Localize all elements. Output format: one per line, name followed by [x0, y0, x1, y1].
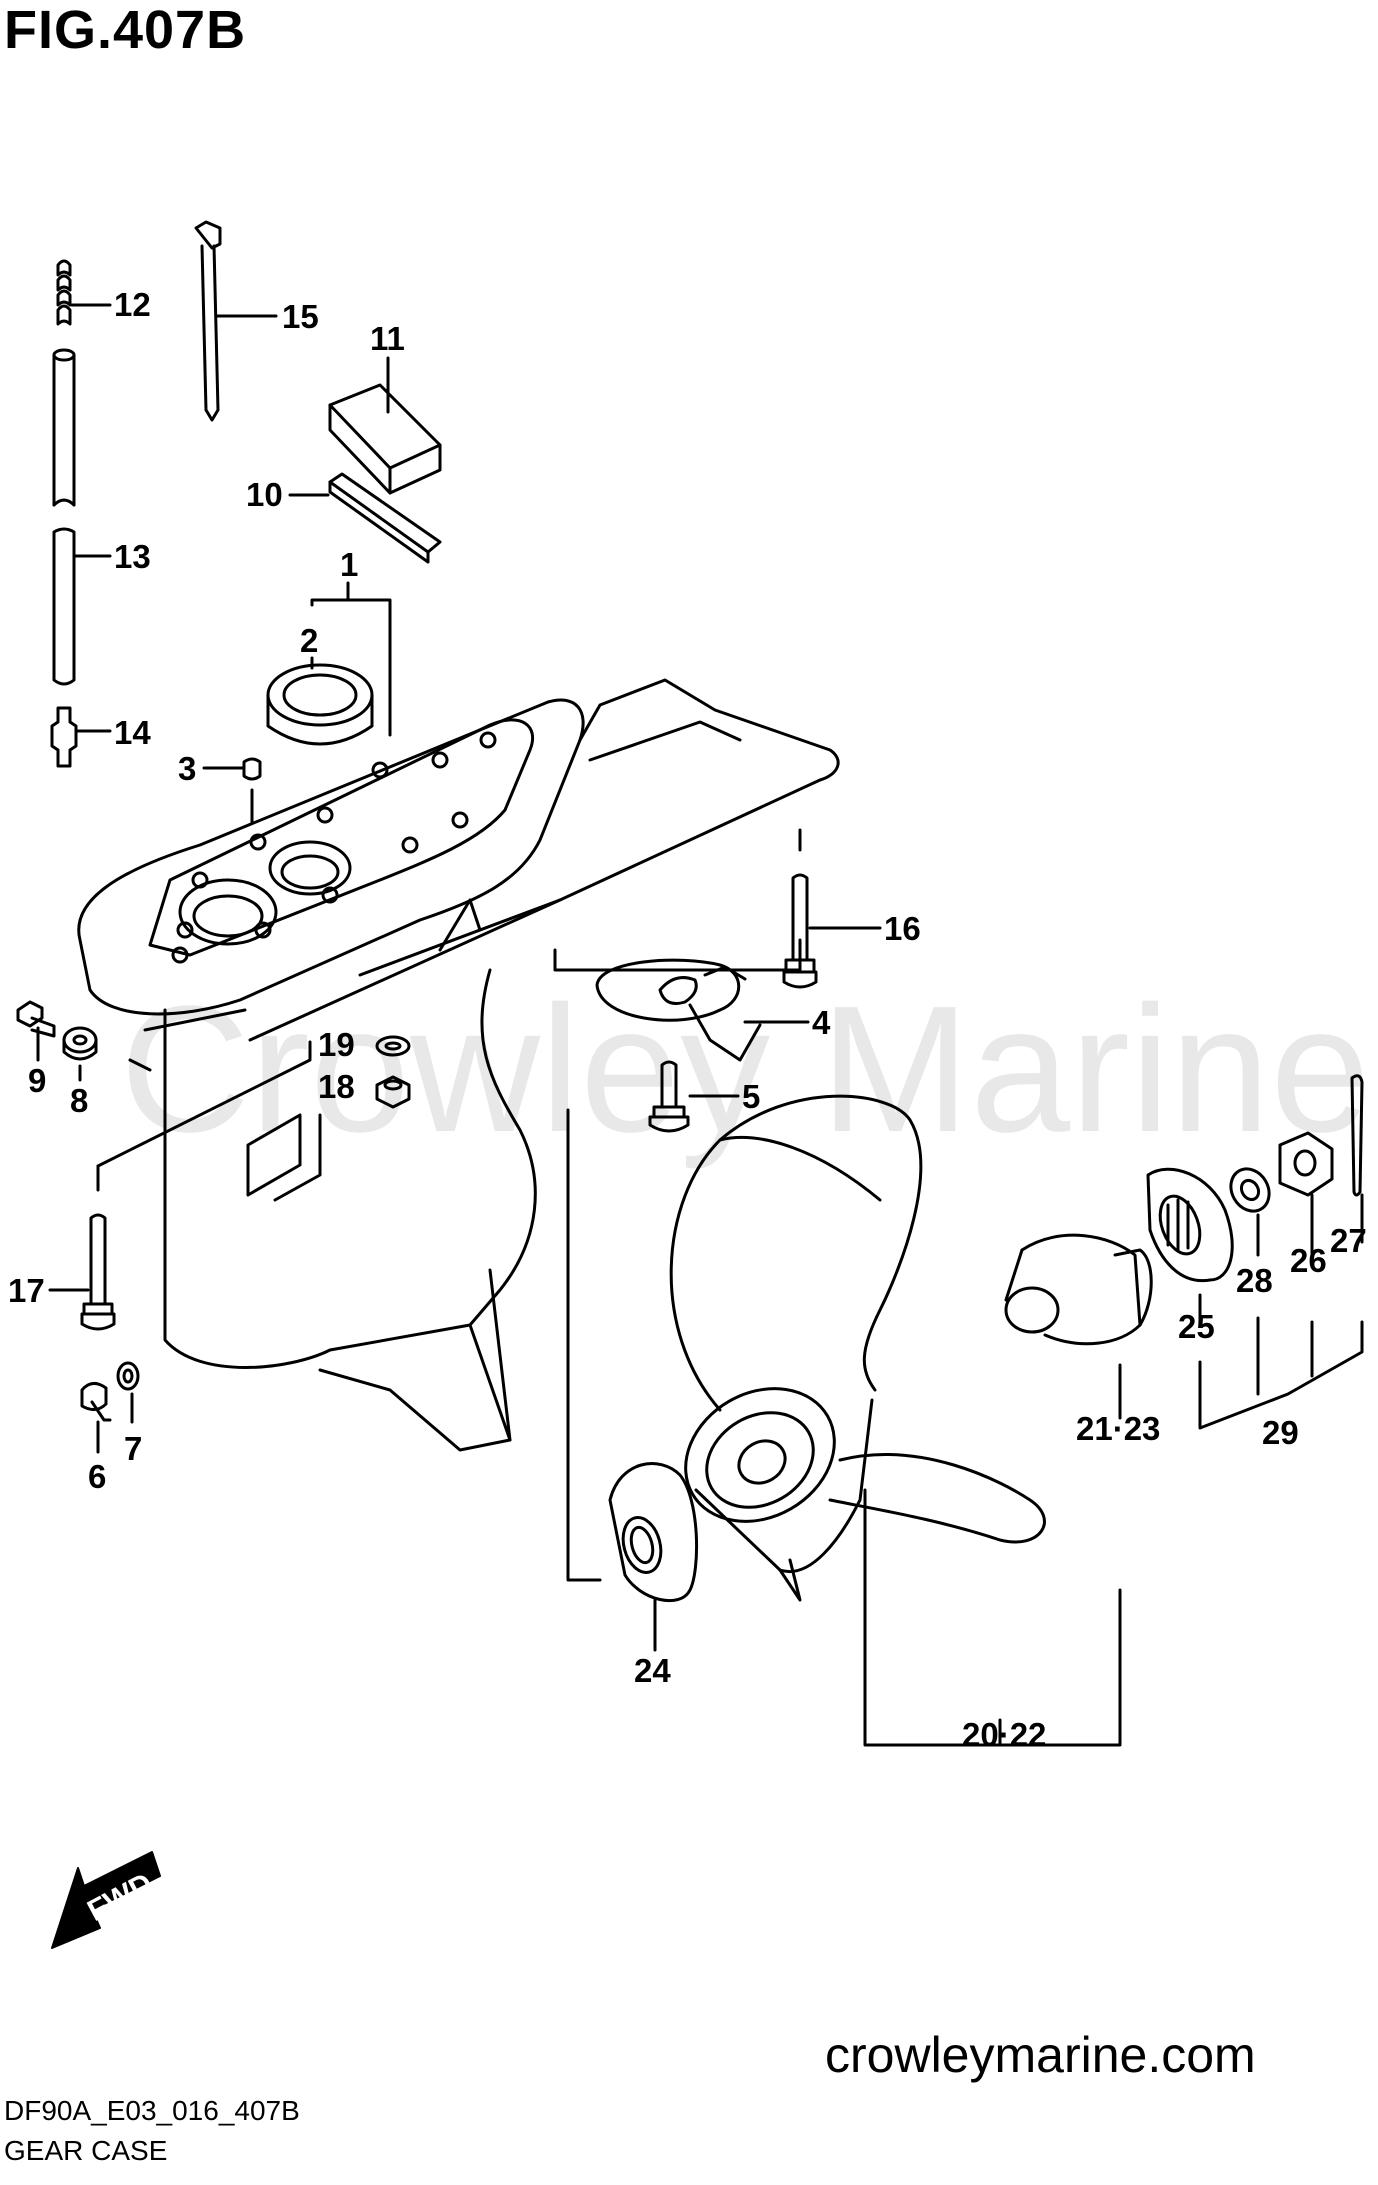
callout-21-23: 21·23: [1076, 1410, 1160, 1447]
part-pin-3: [202, 757, 262, 824]
callout-9: 9: [28, 1062, 46, 1099]
callout-10: 10: [246, 476, 283, 513]
fwd-arrow-icon: [51, 1851, 161, 1949]
callout-20-22: 20·22: [962, 1716, 1046, 1753]
callout-24: 24: [634, 1652, 671, 1689]
callout-11: 11: [370, 320, 405, 357]
part-bolt-9: [16, 1000, 56, 1062]
diagram-caption: GEAR CASE: [4, 2135, 168, 2166]
part-washer-19: [375, 1035, 411, 1057]
callout-1: 1: [340, 546, 358, 583]
part-hose-12: [56, 259, 112, 326]
callout-17: 17: [8, 1272, 45, 1309]
part-nut-26: [1278, 1131, 1334, 1257]
part-bearing-2: [266, 656, 374, 746]
part-drain-plug-6: [80, 1382, 112, 1454]
site-url: crowleymarine.com: [825, 2027, 1256, 2083]
callout-19: 19: [318, 1026, 355, 1063]
callout-8: 8: [70, 1082, 88, 1119]
part-bolt-17: [48, 1040, 312, 1331]
callout-28: 28: [1236, 1262, 1273, 1299]
part-spacer-25: [1146, 1167, 1234, 1322]
part-tube-13: [52, 348, 112, 686]
bracket-1: [310, 581, 392, 737]
callout-5: 5: [742, 1078, 760, 1115]
part-nut-18: [375, 1075, 411, 1109]
part-propeller-20-22: [669, 1094, 1122, 1747]
part-plate-10: [288, 472, 442, 564]
part-nipple-14: [50, 706, 112, 768]
callout-3: 3: [178, 750, 196, 787]
part-block-11: [328, 356, 442, 495]
part-bolt-5: [648, 1060, 740, 1133]
part-washer-8: [62, 1026, 152, 1082]
part-washer-24: [566, 1108, 699, 1652]
model-code: DF90A_E03_016_407B: [4, 2095, 300, 2126]
part-cotter-pin-27: [1350, 1074, 1364, 1244]
callout-2: 2: [300, 622, 318, 659]
part-cable-tie-15: [194, 220, 278, 422]
callout-7: 7: [124, 1430, 142, 1467]
part-anode-4: [595, 958, 810, 1062]
part-gasket-7: [116, 1361, 140, 1424]
callout-4: 4: [812, 1004, 831, 1041]
callout-6: 6: [88, 1458, 106, 1495]
part-gear-case-1: [77, 678, 840, 1452]
part-bolt-16: [553, 828, 882, 989]
callout-16: 16: [884, 910, 921, 947]
callout-13: 13: [114, 538, 151, 575]
callout-14: 14: [114, 714, 151, 751]
part-bush-21-23: [1004, 1233, 1153, 1420]
callout-26: 26: [1290, 1242, 1327, 1279]
callout-18: 18: [318, 1068, 355, 1105]
bracket-29: [1198, 1316, 1364, 1430]
part-washer-28: [1229, 1167, 1271, 1257]
watermark: Crowley Marine: [120, 969, 1371, 1170]
callout-27: 27: [1330, 1222, 1367, 1259]
callout-12: 12: [114, 286, 151, 323]
callout-29: 29: [1262, 1414, 1299, 1451]
figure-title: FIG.407B: [4, 0, 247, 60]
callout-15: 15: [282, 298, 319, 335]
callout-25: 25: [1178, 1308, 1215, 1345]
